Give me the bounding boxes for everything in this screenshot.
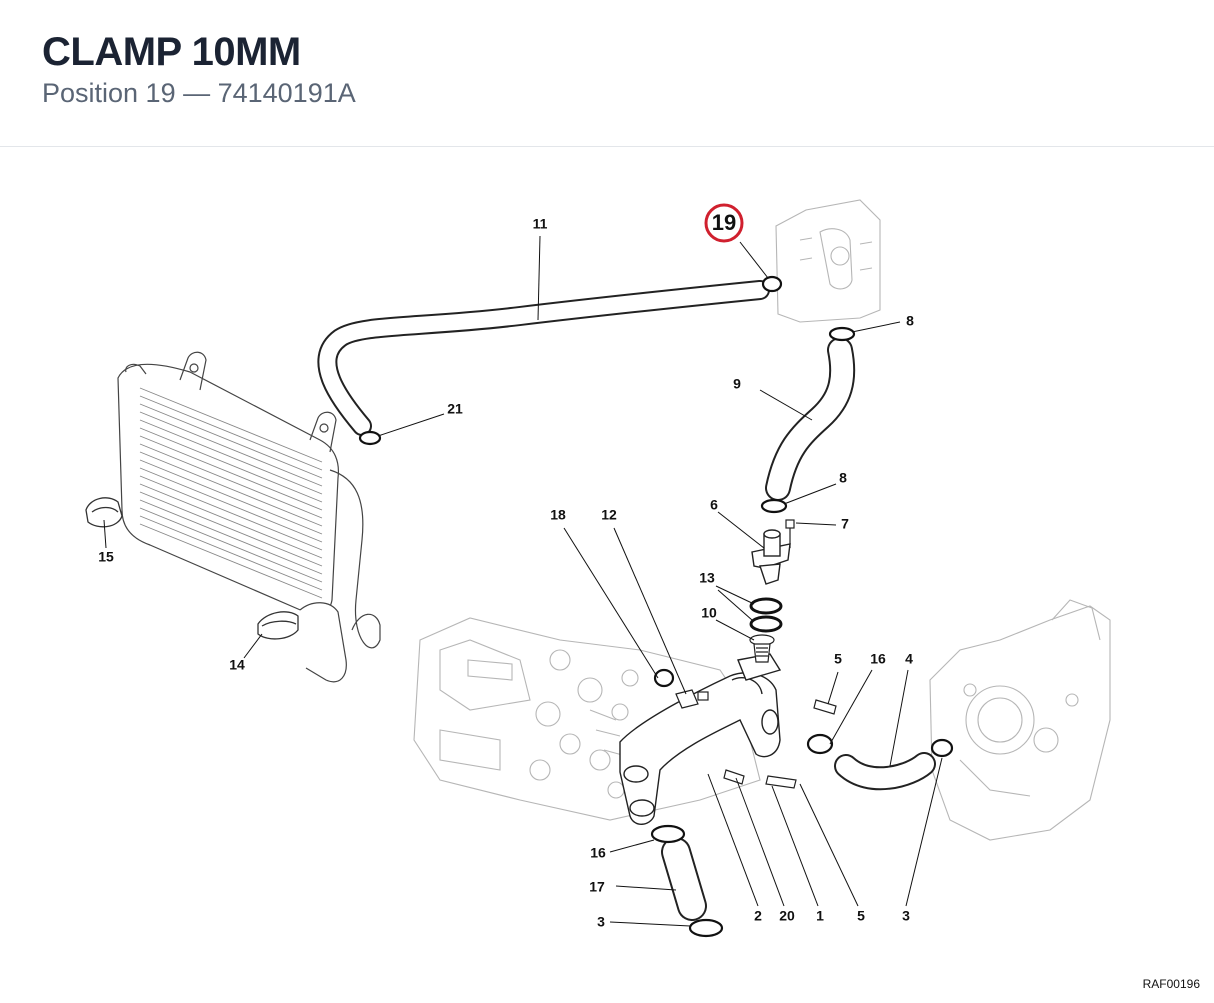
callout-label: 18 xyxy=(550,507,566,523)
hoses xyxy=(317,280,936,921)
clamp-19-highlighted xyxy=(761,275,783,293)
sensor-12 xyxy=(675,689,709,709)
callout-label: 9 xyxy=(733,376,741,392)
coolant-pipe-2 xyxy=(619,653,782,825)
callout-labels: 11 8 9 21 8 7 6 15 18 12 13 10 14 5 16 4… xyxy=(98,216,914,930)
callout-label: 16 xyxy=(590,845,606,861)
highlighted-position-label: 19 xyxy=(712,210,736,235)
highlighted-callout[interactable]: 19 xyxy=(704,203,744,243)
callout-label: 8 xyxy=(839,470,847,486)
callout-label: 8 xyxy=(906,313,914,329)
page-title: CLAMP 10MM xyxy=(42,30,301,74)
callout-label: 11 xyxy=(533,216,548,232)
callout-label: 14 xyxy=(229,657,245,673)
o-rings-13 xyxy=(749,597,783,633)
callout-label: 5 xyxy=(857,908,865,924)
callout-label: 13 xyxy=(699,570,715,586)
callout-label: 6 xyxy=(710,497,718,513)
thermostat-housing-6 xyxy=(751,529,791,585)
exploded-parts-diagram: 11 8 9 21 8 7 6 15 18 12 13 10 14 5 16 4… xyxy=(85,199,1111,938)
part-subtitle: Position 19 — 74140191A xyxy=(42,78,356,108)
callout-label: 15 xyxy=(98,549,114,565)
bolts-5-20-1 xyxy=(723,699,837,789)
thermostat-10 xyxy=(749,634,775,663)
callout-label: 5 xyxy=(834,651,842,667)
page-header: CLAMP 10MM Position 19 — 74140191A xyxy=(0,0,1214,147)
callout-label: 3 xyxy=(597,914,605,930)
radiator-drawing xyxy=(117,351,381,683)
engine-outline-drawing xyxy=(413,199,1111,841)
callout-label: 10 xyxy=(701,605,717,621)
highlight-ring xyxy=(704,203,744,243)
callout-label: 20 xyxy=(779,908,795,924)
clamps xyxy=(358,275,954,938)
callout-label: 3 xyxy=(902,908,910,924)
callout-label: 16 xyxy=(870,651,886,667)
rubber-pad-14 xyxy=(257,611,299,640)
bolt-7 xyxy=(785,519,795,548)
callout-label: 2 xyxy=(754,908,762,924)
leader-lines xyxy=(103,235,943,927)
callout-label: 21 xyxy=(447,401,463,417)
callout-label: 17 xyxy=(589,879,605,895)
callout-label: 1 xyxy=(816,908,824,924)
callout-label: 7 xyxy=(841,516,849,532)
callout-label: 4 xyxy=(905,651,913,667)
callout-label: 12 xyxy=(601,507,617,523)
rubber-pad-15 xyxy=(85,497,123,528)
drawing-code: RAF00196 xyxy=(1142,977,1200,991)
